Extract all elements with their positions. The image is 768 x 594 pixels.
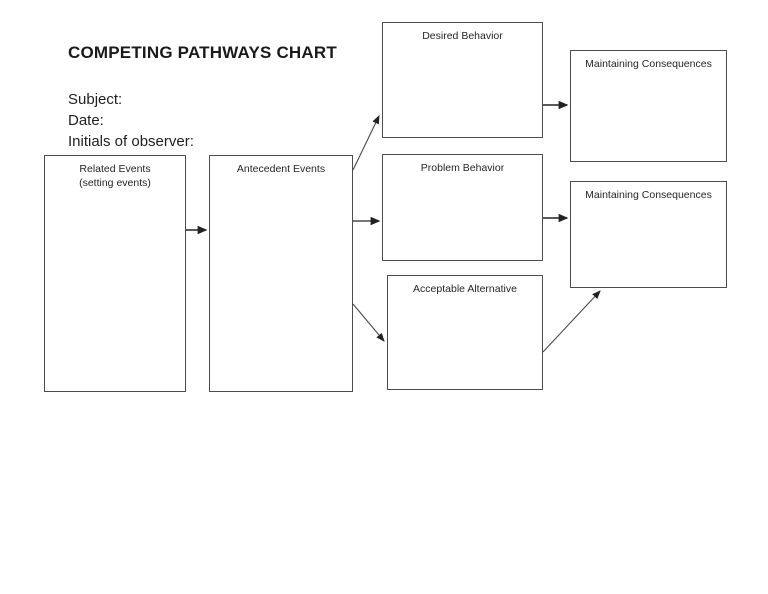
node-maintaining-consequences-top-label: Maintaining Consequences (585, 58, 712, 70)
node-antecedent-events[interactable]: Antecedent Events (209, 155, 353, 392)
node-desired-behavior-label: Desired Behavior (422, 30, 503, 42)
node-acceptable-alternative-label: Acceptable Alternative (413, 283, 517, 295)
arrow-antecedent-to-acceptable (352, 303, 385, 342)
node-problem-behavior[interactable]: Problem Behavior (382, 154, 543, 261)
node-maintaining-consequences-bottom[interactable]: Maintaining Consequences (570, 181, 727, 288)
node-desired-behavior[interactable]: Desired Behavior (382, 22, 543, 138)
page-title: COMPETING PATHWAYS CHART (68, 43, 337, 62)
node-related-events[interactable]: Related Events (setting events) (44, 155, 186, 392)
arrow-acceptable-to-maintaining-bottom (542, 290, 601, 353)
arrow-antecedent-to-desired (352, 115, 380, 171)
node-maintaining-consequences-bottom-label: Maintaining Consequences (585, 189, 712, 201)
node-problem-behavior-label: Problem Behavior (420, 162, 505, 174)
node-related-events-label: Related Events (setting events) (79, 163, 151, 189)
node-maintaining-consequences-top[interactable]: Maintaining Consequences (570, 50, 727, 162)
node-acceptable-alternative[interactable]: Acceptable Alternative (387, 275, 543, 390)
initials-of-observer-field-label: Initials of observer: (68, 133, 194, 150)
node-antecedent-events-label: Antecedent Events (236, 163, 326, 175)
date-field-label: Date: (68, 112, 104, 129)
subject-field-label: Subject: (68, 91, 123, 108)
